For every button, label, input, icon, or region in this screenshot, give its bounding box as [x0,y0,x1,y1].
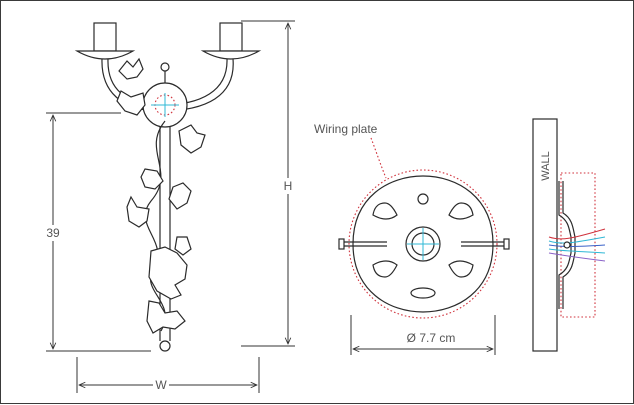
height-letter-label: H [284,179,293,193]
right-candle-cup [219,22,243,52]
plate-profile-inner [562,181,576,309]
diameter-label: Ø 7.7 cm [407,331,456,345]
wall-label: WALL [540,151,552,181]
ivy-leaves [116,57,206,334]
height-value-label: 39 [46,226,60,240]
wiring-plate-leader [370,137,387,179]
cutout-top-left [372,202,398,220]
right-bobeche [200,50,262,60]
vine [144,120,166,332]
cutout-bottom-right [448,260,474,278]
left-screw [338,238,387,250]
dim-39 [41,112,151,352]
plate-profile [558,181,572,309]
hole-top [417,193,429,205]
dim-W [76,357,260,393]
cutout-bottom-left [372,260,398,278]
wiring-plate-label: Wiring plate [314,122,378,136]
right-screw [461,238,510,250]
wiring-plate [338,169,510,319]
stem-end [159,340,171,352]
wall-side-view [532,118,606,352]
left-candle-cup [93,22,117,52]
wires [548,228,606,262]
connector [563,241,571,249]
wall-section [532,118,558,352]
dim-H [241,20,296,347]
sconce-front-view [74,22,262,352]
cutout-top-right [448,202,474,220]
dim-diameter [350,315,496,355]
hole-bottom [410,287,436,299]
width-letter-label: W [155,378,167,392]
wall-dotted-box [560,172,596,318]
finial [160,62,170,72]
plate-outer-dotted [348,169,498,319]
left-bobeche [74,50,136,60]
